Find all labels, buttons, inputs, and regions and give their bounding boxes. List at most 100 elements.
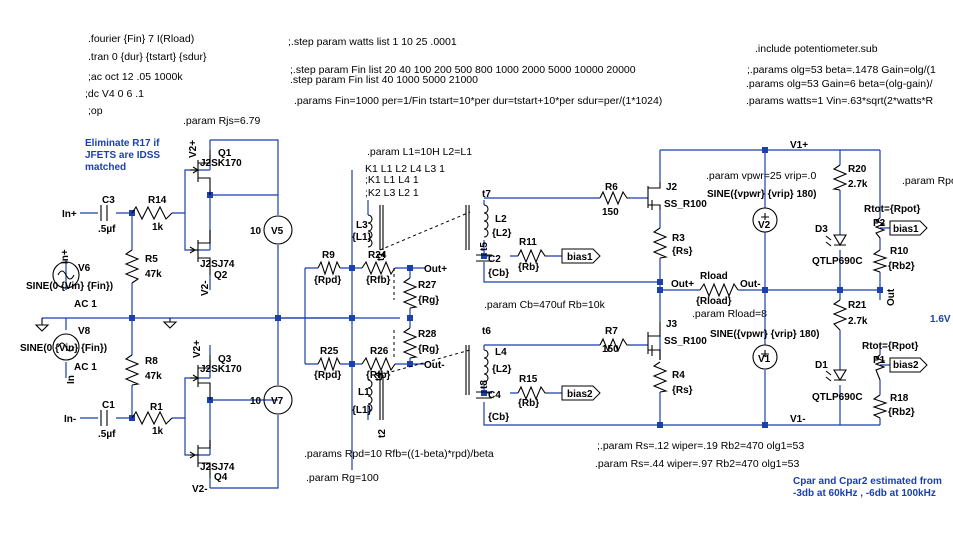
q4-part: J2SJ74: [200, 462, 235, 473]
q3-part: J2SK170: [200, 364, 242, 375]
v6-label: V6: [78, 263, 91, 274]
t6-label: t6: [482, 326, 491, 337]
bias2-port: [561, 385, 601, 401]
jfet-note-line1: Eliminate R17 if: [85, 138, 160, 149]
r28-value: {Rg}: [418, 344, 439, 355]
r18-value: {Rb2}: [888, 407, 915, 418]
q1-symbol: [190, 150, 211, 195]
cpar-note-line2: -3db at 60kHz , -6db at 100kHz: [793, 488, 936, 499]
q3-arrow-icon: [192, 374, 200, 382]
q4-label: Q4: [214, 472, 228, 483]
transformer-core: [379, 205, 384, 420]
q2-v2minus: V2-: [200, 280, 211, 296]
r28-symbol: [402, 327, 418, 359]
op-directive: ;op: [88, 105, 103, 117]
d3-part: QTLP690C: [812, 256, 863, 267]
v2-sine: SINE({vpwr} {vrip} 180): [707, 189, 817, 200]
v6-ac: AC 1: [74, 299, 97, 310]
v1-sine: SINE({vpwr} {vrip} 180): [710, 329, 820, 340]
t2-label: t2: [377, 429, 388, 438]
r5-symbol: [124, 249, 140, 284]
r11-value: {Rb}: [518, 262, 539, 273]
rload-value: {Rload}: [696, 296, 732, 307]
k1-directive: K1 L1 L2 L4 L3 1: [365, 163, 445, 175]
param-vpwr-directive: .param vpwr=25 vrip=.0: [706, 170, 816, 182]
c4-label: C4: [488, 390, 501, 401]
q3-label: Q3: [218, 354, 232, 365]
ac-directive: ;ac oct 12 .05 1000k: [88, 71, 183, 83]
r18-symbol: [872, 394, 888, 419]
c4-value: {Cb}: [488, 412, 509, 423]
tran-directive: .tran 0 {dur} {tstart} {sdur}: [88, 51, 207, 63]
r24-symbol: [361, 260, 396, 276]
r14-label: R14: [148, 195, 167, 206]
r26-value: {Rfb}: [366, 370, 391, 381]
param-rs-directive-1: ;.param Rs=.12 wiper=.19 Rb2=470 olg1=53: [597, 440, 804, 452]
r6-label: R6: [605, 182, 618, 193]
k1b-directive: ;K1 L1 L4 1: [365, 174, 419, 186]
r8-label: R8: [145, 356, 158, 367]
r7-label: R7: [605, 326, 618, 337]
param-rpot-directive: .param Rpo: [902, 175, 953, 187]
v5-label: V5: [271, 226, 284, 237]
r20-value: 2.7k: [848, 179, 868, 190]
q1-arrow-icon: [192, 166, 200, 174]
secondary-core: [465, 205, 470, 395]
r25-value: {Rpd}: [314, 370, 341, 381]
c4-symbol: [476, 391, 492, 399]
net-v1-plus: V1+: [790, 140, 808, 151]
l1-coil: [367, 379, 373, 413]
q1-v2plus: V2+: [188, 140, 199, 158]
bias1-pot-label: bias1: [893, 224, 919, 235]
r20-symbol: [832, 164, 848, 191]
step-fin-directive-2: .step param Fin list 40 1000 5000 21000: [290, 74, 478, 86]
light-arrows-icon: [825, 235, 832, 247]
output-stage: J2 SS_R100 J3 SS_R100 R3 {Rs} R4 {Rs} Ou…: [647, 140, 928, 425]
c3-value: .5µf: [98, 224, 116, 235]
q1-part: J2SK170: [200, 158, 242, 169]
params-fin-directive: .params Fin=1000 per=1/Fin tstart=10*per…: [294, 95, 662, 107]
r5-value: 47k: [145, 269, 162, 280]
param-rs-directive-2: .param Rs=.44 wiper=.97 Rb2=470 olg1=53: [595, 458, 799, 470]
param-rjs-directive: .param Rjs=6.79: [183, 115, 260, 127]
l2-label: L2: [495, 214, 507, 225]
l3-label: L3: [356, 220, 368, 231]
c2-symbol: [476, 254, 492, 262]
r26-symbol: [361, 356, 396, 372]
r26-label: R26: [370, 346, 389, 357]
p2-symbol: [874, 217, 886, 239]
d1-label: D1: [815, 360, 828, 371]
net-in-plus-vertical: In+: [60, 249, 71, 264]
net-out-minus-right: Out-: [740, 279, 761, 290]
v1-label: V1: [758, 354, 771, 365]
q2-label: Q2: [214, 270, 228, 281]
l2-value: {L2}: [492, 228, 512, 239]
param-cb-directive: .param Cb=470uf Rb=10k: [484, 299, 606, 311]
d1-part: QTLP690C: [812, 392, 863, 403]
light-arrows-icon: [825, 370, 832, 382]
net-out-plus-right: Out+: [671, 279, 694, 290]
r11-symbol: [517, 248, 548, 264]
bias1-pot-port: [889, 220, 928, 236]
r7-symbol: [599, 337, 630, 353]
bias1-port-label: bias1: [567, 252, 593, 263]
r21-symbol: [832, 299, 848, 331]
rload-label: Rload: [700, 271, 728, 282]
c3-label: C3: [102, 195, 115, 206]
r21-label: R21: [848, 300, 867, 311]
q4-v2minus: V2-: [192, 484, 208, 495]
net-in-plus: In+: [62, 209, 77, 220]
params-olg-directive-2: .params olg=53 Gain=6 beta=(olg-gain)/: [746, 78, 933, 90]
bias2-port-label: bias2: [567, 389, 593, 400]
l3-coil: [367, 214, 373, 248]
sine-icon: [57, 342, 75, 352]
r3-value: {Rs}: [672, 246, 693, 257]
l4-label: L4: [495, 347, 507, 358]
v5-value: 10: [250, 226, 262, 237]
cpar-note-line1: Cpar and Cpar2 estimated from: [793, 476, 942, 487]
param-rload-directive: .param Rload=8: [692, 308, 767, 320]
r11-label: R11: [519, 237, 537, 248]
r28-label: R28: [418, 329, 437, 340]
r25-symbol: [317, 356, 341, 372]
